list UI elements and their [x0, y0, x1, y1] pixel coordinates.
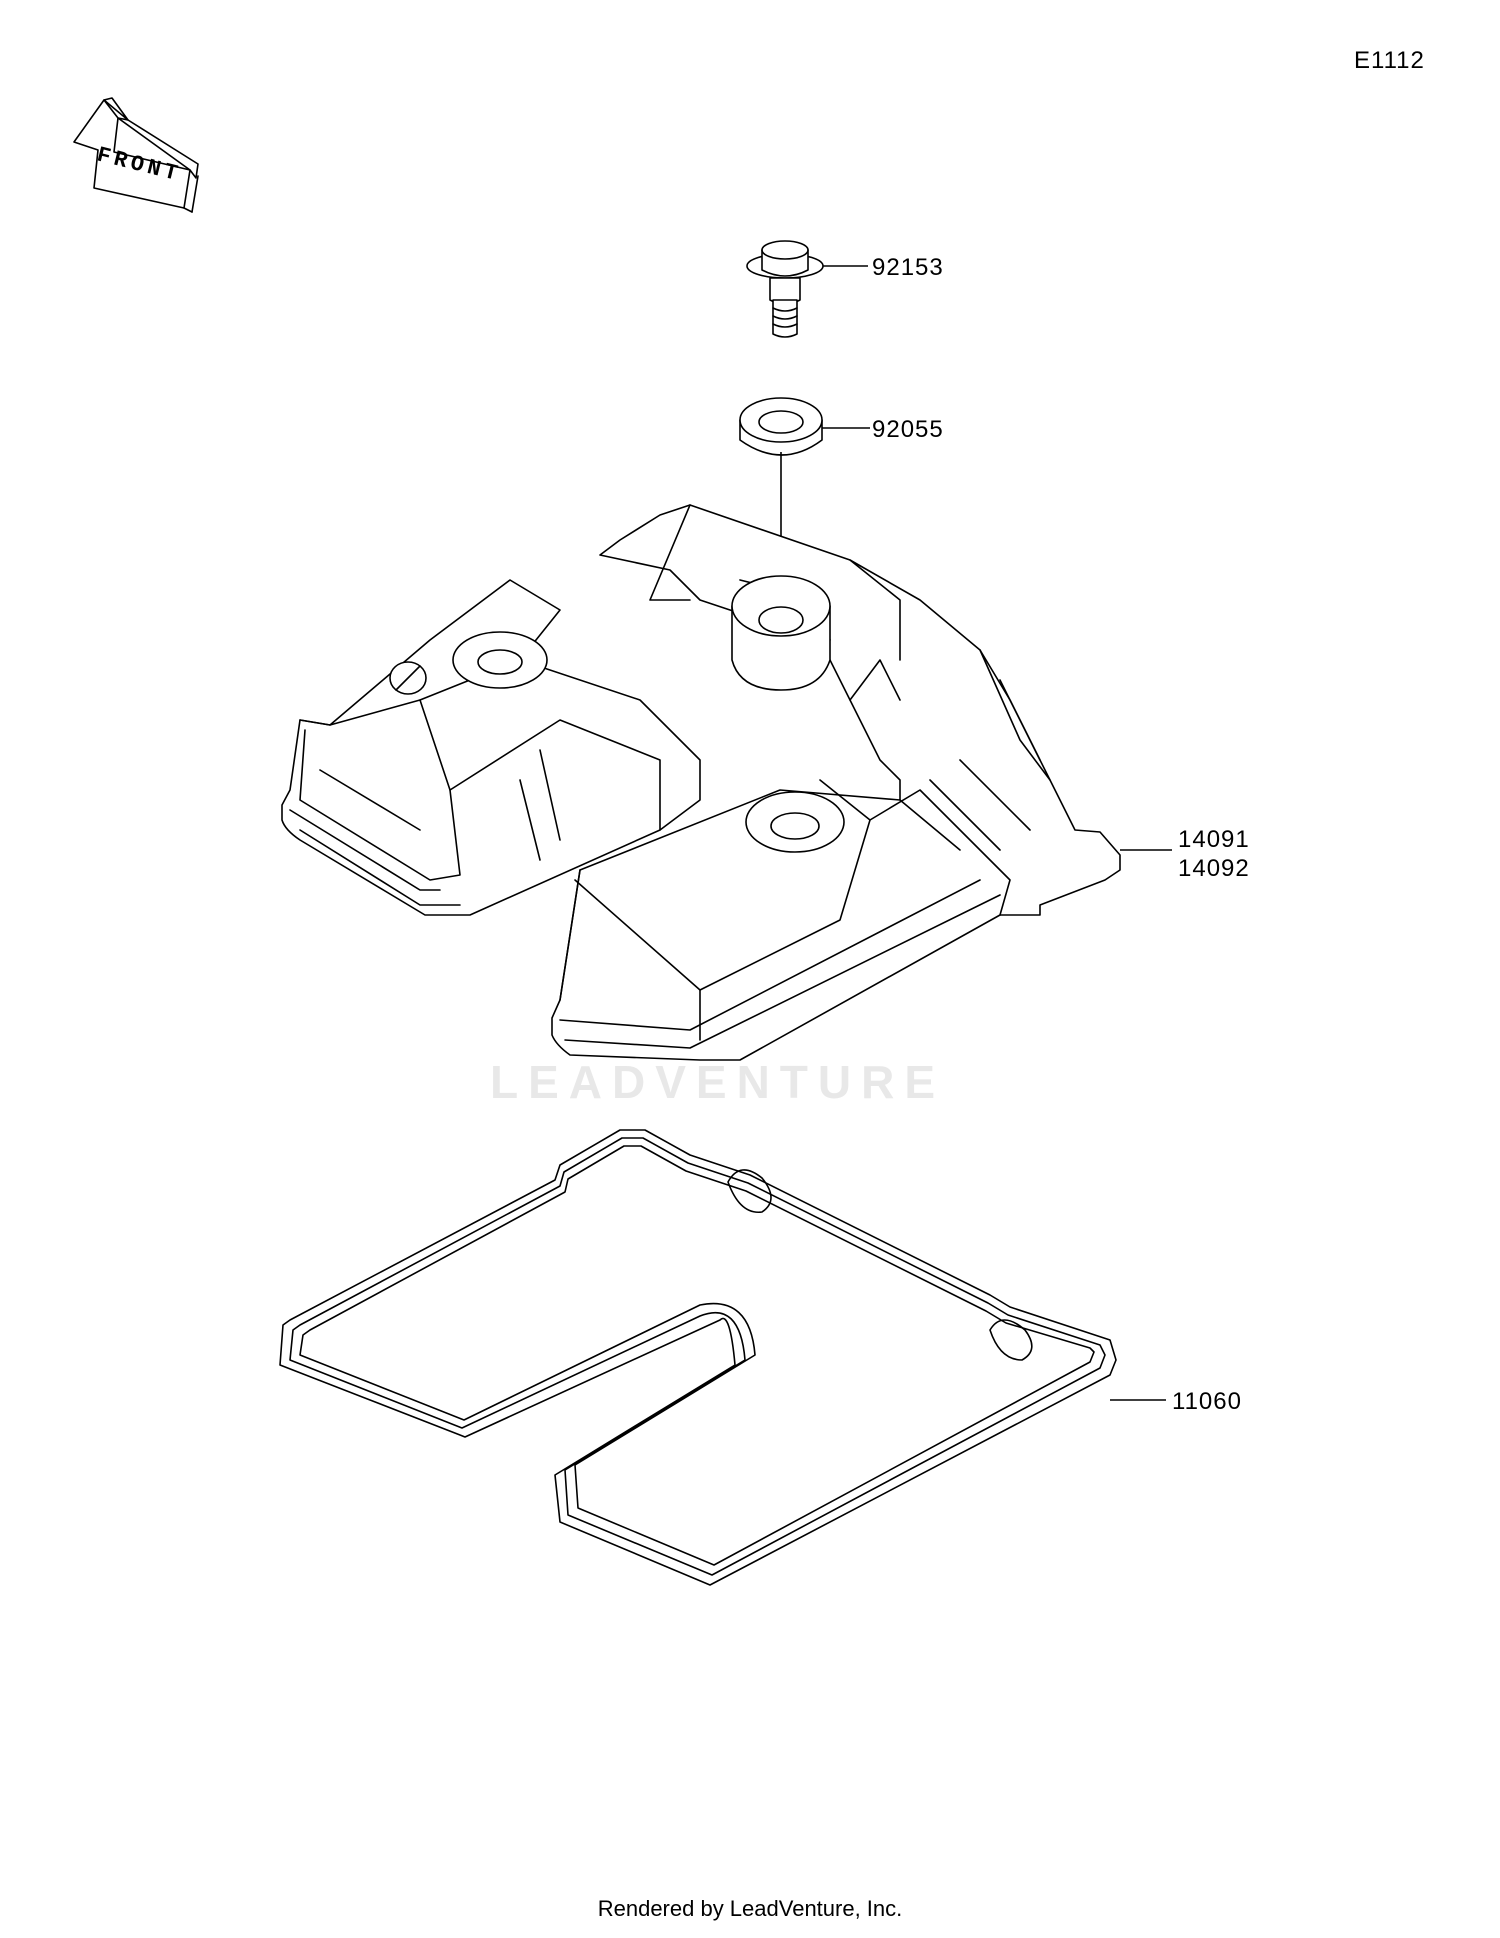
- diagram-code: E1112: [1354, 47, 1425, 74]
- footer-credit: Rendered by LeadVenture, Inc.: [597, 1896, 903, 1921]
- bolt-92153: [746, 240, 824, 338]
- part-number-11060: 11060: [1172, 1388, 1242, 1415]
- cylinder-head-cover: [281, 504, 1121, 1061]
- part-number-92055: 92055: [872, 416, 944, 443]
- part-number-14091: 14091: [1178, 826, 1250, 853]
- washer-92055: [739, 397, 823, 456]
- gasket-11060: [279, 1129, 1117, 1586]
- part-number-92153: 92153: [872, 254, 944, 281]
- front-arrow-icon: FRONT: [73, 97, 199, 213]
- watermark-text: LEADVENTURE: [490, 1056, 945, 1108]
- part-number-14092: 14092: [1178, 855, 1250, 882]
